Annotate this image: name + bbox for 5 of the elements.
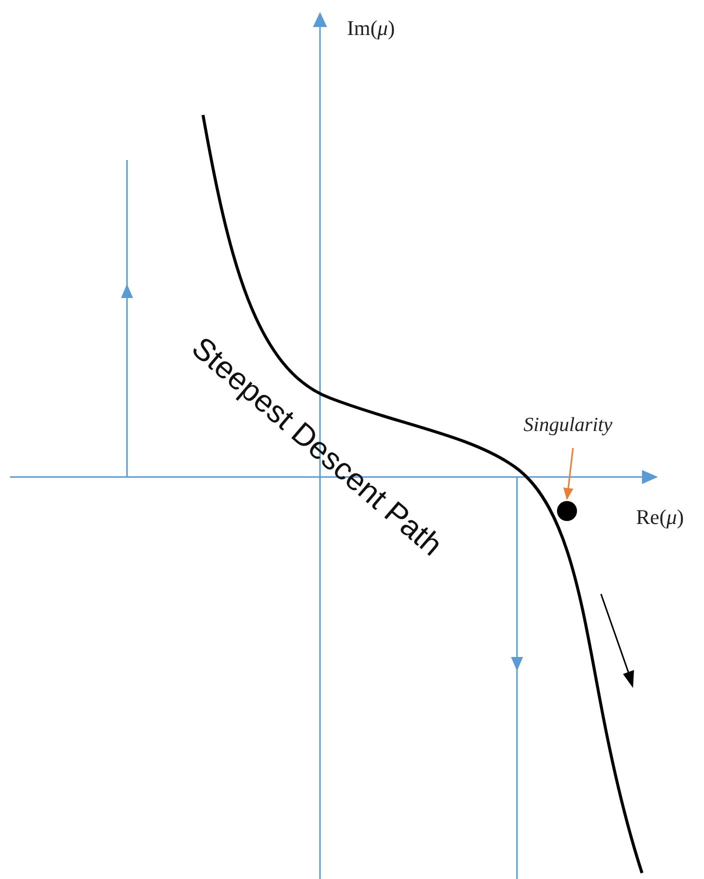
arrow xyxy=(563,448,574,500)
axis-label: Im(μ) xyxy=(347,16,395,41)
singularity-label: Singularity xyxy=(505,412,631,438)
singularity-dot xyxy=(557,501,577,521)
axis-label: Re(μ) xyxy=(636,505,684,530)
